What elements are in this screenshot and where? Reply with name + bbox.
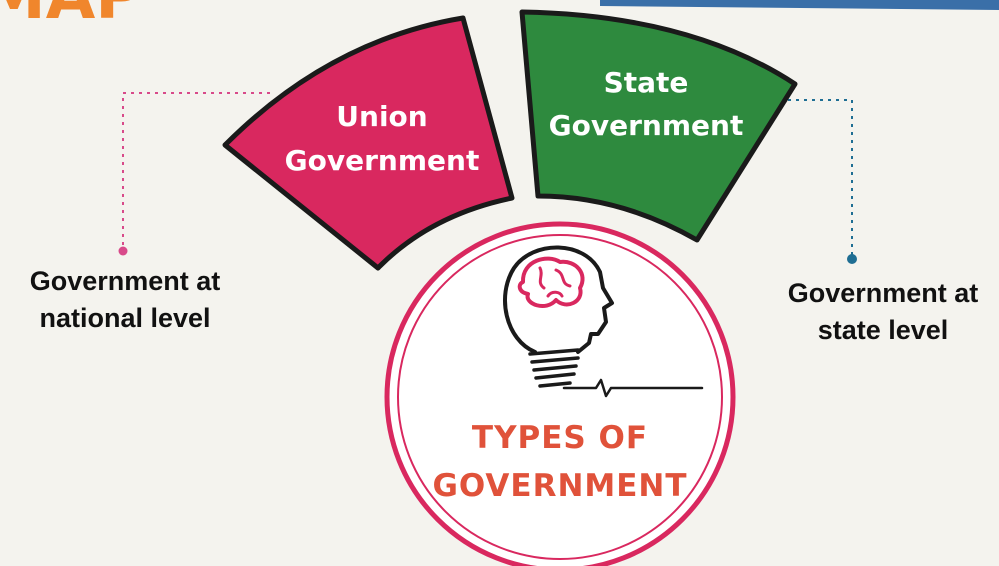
- center-title-line2: GOVERNMENT: [432, 468, 687, 504]
- state-label-line1: State: [604, 66, 689, 99]
- national-label-line2: national level: [39, 303, 210, 333]
- union-sector-shape: [222, 15, 515, 271]
- brain-folds: [538, 266, 572, 298]
- connector-state: [788, 99, 857, 264]
- connector-line-national: [122, 92, 270, 248]
- center-ring-inner: [397, 234, 723, 560]
- connector-line-state: [788, 99, 853, 256]
- state-label-line2-side: state level: [818, 315, 949, 345]
- union-label-line1: Union: [336, 100, 427, 133]
- head-outline: [503, 245, 614, 354]
- page-heading: MAP: [0, 0, 142, 34]
- bulb-base: [528, 348, 580, 388]
- connector-dot-national: [118, 246, 128, 256]
- top-band: [600, 0, 999, 10]
- brain-shape: [517, 256, 585, 309]
- national-level-label: Government at national level: [30, 266, 221, 333]
- connector-national: [118, 92, 270, 256]
- national-label-line1: Government at: [30, 266, 221, 296]
- center-ring-outer: [384, 221, 736, 566]
- union-government-sector: Union Government: [222, 15, 515, 271]
- brain-lightbulb-icon: [503, 245, 704, 398]
- state-government-sector: State Government: [519, 9, 798, 243]
- state-label-line2: Government: [549, 109, 744, 142]
- connector-dot-state: [847, 254, 857, 264]
- center-title-line1: TYPES OF: [472, 420, 648, 456]
- state-label-line1-side: Government at: [788, 278, 979, 308]
- types-of-government-circle: TYPES OF GOVERNMENT: [384, 221, 736, 566]
- union-label-line2: Government: [285, 144, 480, 177]
- heading-text: MAP: [0, 0, 142, 34]
- pulse-line: [562, 378, 704, 398]
- state-level-label: Government at state level: [788, 278, 979, 345]
- state-sector-shape: [519, 9, 798, 243]
